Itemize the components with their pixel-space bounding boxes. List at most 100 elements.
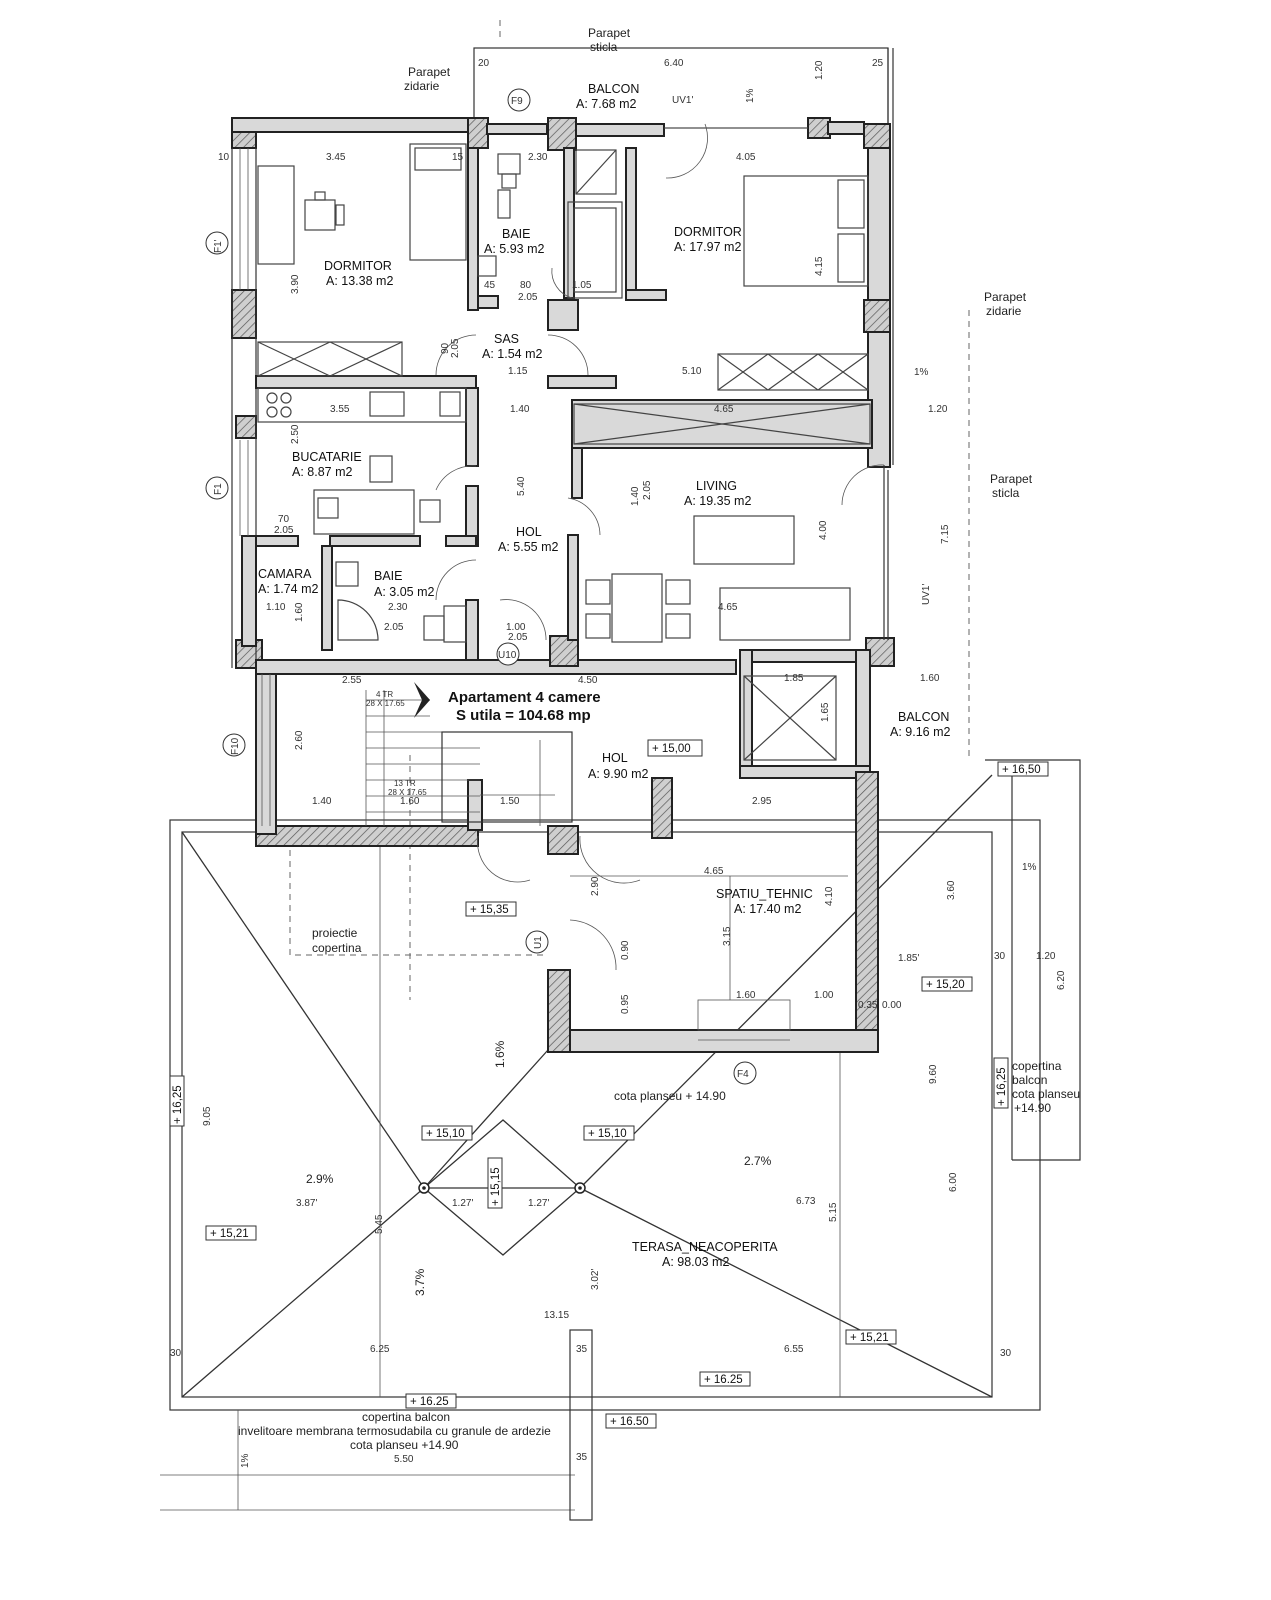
room-name-hol-2: HOL xyxy=(602,751,628,765)
dim-185b: 1.85' xyxy=(898,953,919,964)
tag-f9: F9 xyxy=(511,96,523,107)
dim-115: 1.15 xyxy=(508,366,528,377)
dim-655: 6.55 xyxy=(784,1344,804,1355)
dim-160c: 1.60 xyxy=(400,796,420,807)
dim-120a: 1.20 xyxy=(814,60,825,80)
dim-290: 2.90 xyxy=(590,876,601,896)
dim-205d: 2.05 xyxy=(274,525,294,536)
dim-515: 5.15 xyxy=(828,1202,839,1222)
dim-205b: 2.05 xyxy=(450,338,461,358)
room-name-hol-1: HOL xyxy=(516,525,542,539)
dim-345: 3.45 xyxy=(326,152,346,163)
level-1625-left: + 16,25 xyxy=(172,1085,184,1124)
room-area-baie-2: A: 3.05 m2 xyxy=(374,585,434,599)
dim-90a: 90 xyxy=(440,342,451,354)
level-1510-b: + 15,10 xyxy=(588,1128,627,1140)
door-swings xyxy=(435,123,885,971)
dim-140c: 1.40 xyxy=(312,796,332,807)
stair-labels: 4 TR 28 X 17.65 13 TR 28 X 17.65 xyxy=(366,690,427,797)
room-area-bucatarie: A: 8.87 m2 xyxy=(292,465,352,479)
dim-620: 6.20 xyxy=(1056,970,1067,990)
dim-205c: 2.05 xyxy=(642,480,653,500)
slope-1-6: 1.6% xyxy=(493,1040,507,1068)
dim-100a: 1.00 xyxy=(506,622,526,633)
note-copertina-right-2: balcon xyxy=(1012,1073,1047,1087)
note-parapet-zidarie-top: Parapet xyxy=(408,65,451,79)
slope-2-9: 2.9% xyxy=(306,1172,334,1186)
dim-510: 5.10 xyxy=(682,366,702,377)
room-name-balcon-right: BALCON xyxy=(898,710,949,724)
note-sticla-right: sticla xyxy=(992,486,1020,500)
stair-b2: 28 X 17.65 xyxy=(388,788,427,797)
dim-1315: 13.15 xyxy=(544,1310,569,1321)
dim-105: 1.05 xyxy=(572,280,592,291)
dim-465b: 4.65 xyxy=(718,602,738,613)
dim-120c: 1.20 xyxy=(1036,951,1056,962)
note-zidarie-right: zidarie xyxy=(986,304,1022,318)
room-labels: BALCON A: 7.68 m2 DORMITOR A: 13.38 m2 B… xyxy=(258,82,950,1269)
dim-540: 5.40 xyxy=(516,476,527,496)
dim-205a: 2.05 xyxy=(518,292,538,303)
dim-090: 0.90 xyxy=(620,940,631,960)
dim-127b: 1.27' xyxy=(528,1198,549,1209)
level-1535: + 15,35 xyxy=(470,904,509,916)
note-copertina-right-4: +14.90 xyxy=(1014,1101,1051,1115)
room-name-terasa: TERASA_NEACOPERITA xyxy=(632,1240,778,1254)
note-sticla-top: sticla xyxy=(590,40,618,54)
room-area-dormitor-1: A: 13.38 m2 xyxy=(326,274,393,288)
level-1515: + 15,15 xyxy=(490,1167,502,1206)
dim-160d: 1.60 xyxy=(736,990,756,1001)
dim-545: 5.45 xyxy=(374,1214,385,1234)
room-area-spatiu-tehnic: A: 17.40 m2 xyxy=(734,902,801,916)
room-area-hol-2: A: 9.90 m2 xyxy=(588,767,648,781)
dim-35a: 35 xyxy=(576,1344,588,1355)
dim-230: 2.30 xyxy=(528,152,548,163)
room-area-balcon-top: A: 7.68 m2 xyxy=(576,97,636,111)
level-1650-b: + 16.50 xyxy=(610,1416,649,1428)
slope-labels: 1% 1% 1% 1% 2.9% 2.7% 3.7% 1.6% 3.02' xyxy=(240,88,1037,1468)
room-area-living: A: 19.35 m2 xyxy=(684,494,751,508)
slope-right-balcony: 1% xyxy=(914,367,929,378)
dim-625: 6.25 xyxy=(370,1344,390,1355)
dim-640: 6.40 xyxy=(664,58,684,69)
roof-hip-lines xyxy=(181,774,993,1398)
dimension-labels: 6.40 1.20 20 25 10 3.45 15 2.30 4.05 3.9… xyxy=(170,58,1067,1465)
stairs xyxy=(365,682,573,826)
dim-20a: 20 xyxy=(478,58,490,69)
room-area-baie-1: A: 5.93 m2 xyxy=(484,242,544,256)
dim-45: 45 xyxy=(484,280,496,291)
level-1625-a: + 16.25 xyxy=(704,1374,743,1386)
dim-230b: 2.30 xyxy=(388,602,408,613)
room-area-terasa: A: 98.03 m2 xyxy=(662,1255,729,1269)
level-markers: + 15,00 + 16,50 + 15,35 + 15,20 + 16,25 … xyxy=(169,739,1049,1429)
dim-415: 4.15 xyxy=(814,256,825,276)
note-cota-planseu: cota planseu + 14.90 xyxy=(614,1089,726,1103)
slope-2-7: 2.7% xyxy=(744,1154,772,1168)
terrace-outline xyxy=(160,759,1081,1521)
dim-450: 4.50 xyxy=(578,675,598,686)
note-copertina: copertina xyxy=(312,941,362,955)
dim-035: 0.35 xyxy=(858,1000,878,1011)
dim-30c: 30 xyxy=(994,951,1006,962)
dim-387: 3.87' xyxy=(296,1198,317,1209)
level-1500: + 15,00 xyxy=(652,743,691,755)
tag-f1: F1 xyxy=(213,483,224,495)
slope-bottom: 1% xyxy=(240,1453,251,1468)
dim-000: 0.00 xyxy=(882,1000,902,1011)
dim-095: 0.95 xyxy=(620,994,631,1014)
dim-360: 3.60 xyxy=(946,880,957,900)
note-copertina-balcon-3: cota planseu +14.90 xyxy=(350,1438,459,1452)
tag-f4: F4 xyxy=(737,1069,749,1080)
windows xyxy=(239,127,808,1041)
room-area-hol-1: A: 5.55 m2 xyxy=(498,540,558,554)
stair-a: 4 TR xyxy=(376,690,393,699)
tag-uv1-top: UV1' xyxy=(672,95,693,106)
room-name-baie-2: BAIE xyxy=(374,569,403,583)
room-name-living: LIVING xyxy=(696,479,737,493)
usable-area: S utila = 104.68 mp xyxy=(456,707,591,724)
note-parapet-zidarie-right: Parapet xyxy=(984,290,1027,304)
dim-160b: 1.60 xyxy=(920,673,940,684)
apartment-title: Apartament 4 camere xyxy=(448,689,601,706)
